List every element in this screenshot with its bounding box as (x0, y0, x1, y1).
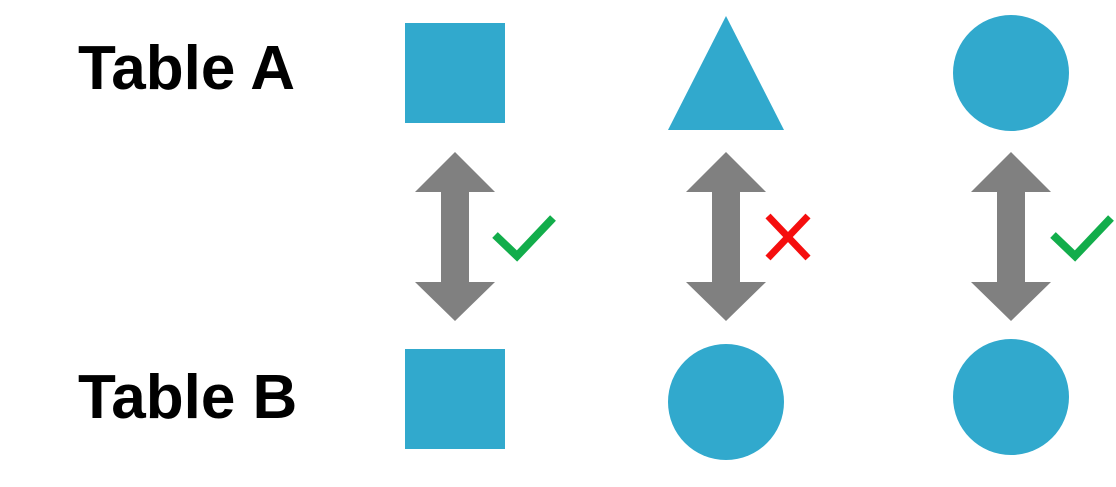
table-b-circle-shape (953, 339, 1069, 455)
cross-icon (765, 213, 811, 261)
check-icon (1050, 215, 1114, 262)
column-2 (668, 16, 811, 460)
table-b-label: Table B (78, 363, 298, 432)
table-a-square-shape (405, 23, 505, 123)
column-1 (405, 23, 556, 449)
table-a-triangle-shape (668, 16, 784, 130)
column-3 (953, 15, 1114, 455)
double-arrow-icon (415, 152, 495, 321)
double-arrow-icon (686, 152, 766, 321)
table-a-label: Table A (78, 34, 296, 103)
table-b-circle-shape (668, 344, 784, 460)
table-b-square-shape (405, 349, 505, 449)
check-icon (492, 215, 556, 262)
table-a-circle-shape (953, 15, 1069, 131)
double-arrow-icon (971, 152, 1051, 321)
